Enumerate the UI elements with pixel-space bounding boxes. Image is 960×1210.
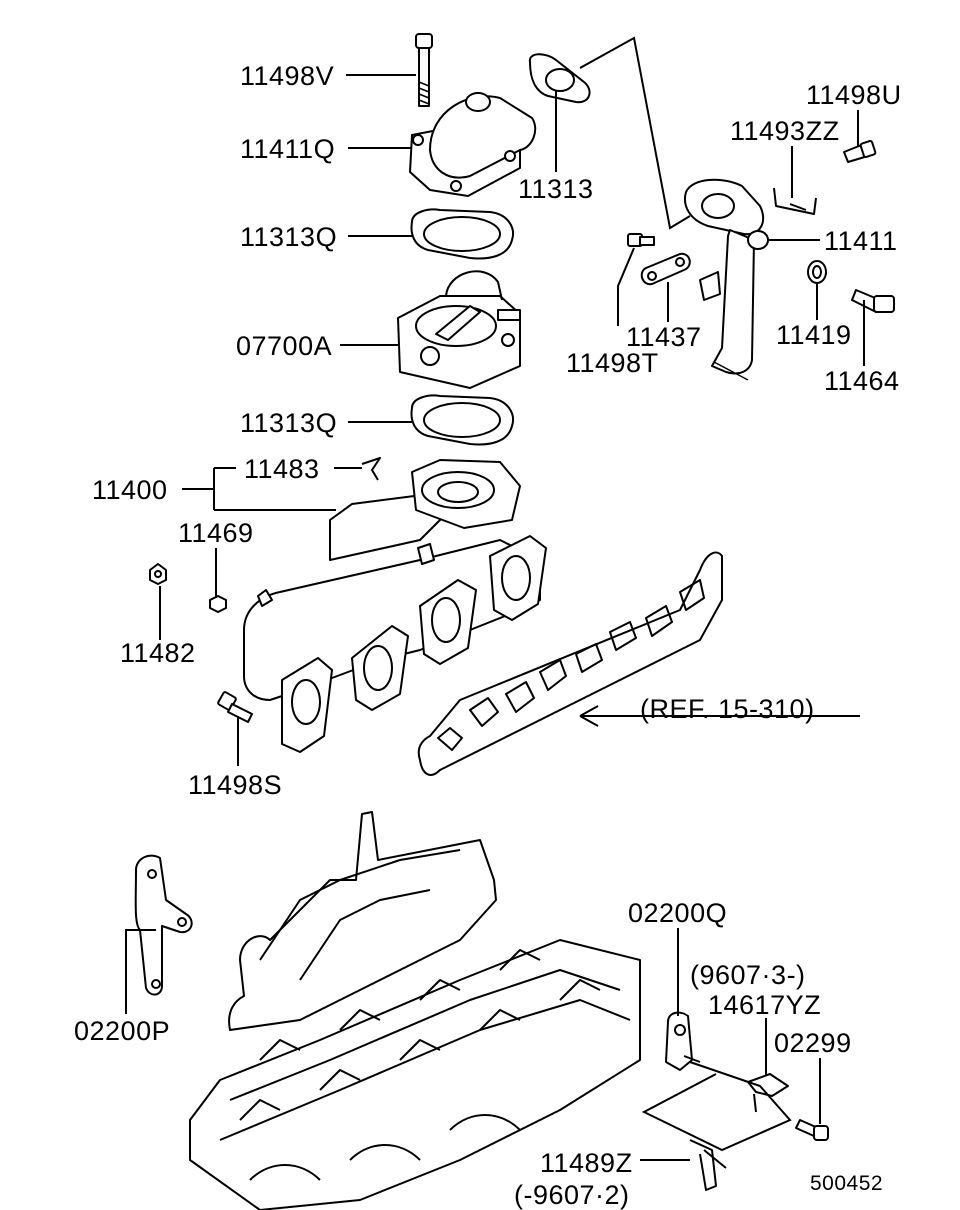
water-outlet-11411q [409,92,537,197]
water-pipe-11411 [684,178,769,381]
bolt-02299 [795,1119,829,1141]
nut-11469 [209,595,227,613]
clip-11489z [689,1139,727,1191]
label-11411: 11411 [824,226,898,256]
leader-lines [125,36,865,1161]
plate-11437 [640,252,691,286]
label-11498t: 11498T [566,348,659,378]
label-14617yz: 14617YZ [708,990,821,1020]
ring-11419 [807,260,827,284]
figure-number: 500452 [810,1172,883,1195]
intake-manifold-11400 [243,459,547,753]
label-02299: 02299 [774,1028,852,1058]
gasket-11313q-bottom [410,394,514,446]
bolt-11498s [217,691,253,723]
cylinder-head-assembly [189,811,641,1210]
label-11313: 11313 [518,174,594,204]
part-labels: 11498V 11411Q 11313 11498U 11493ZZ 11313… [74,61,902,1210]
label-11464: 11464 [824,366,900,396]
label-11469: 11469 [178,518,254,548]
label-11313q-bottom: 11313Q [240,408,337,438]
clip-11483 [361,457,381,481]
label-11400: 11400 [92,475,168,505]
label-11437: 11437 [626,322,702,352]
bolt-11498v [415,33,433,107]
thermostat-case-07700a [397,270,521,389]
label-02200p: 02200P [74,1016,170,1046]
label-ref-15-310: (REF. 15-310) [640,694,815,724]
label-11483: 11483 [244,454,320,484]
clip-11493zz [773,187,817,215]
nut-11482 [149,563,167,585]
label-11482: 11482 [120,638,196,668]
bracket-02200p [134,854,193,996]
label-02200q: 02200Q [628,898,727,928]
gasket-11313 [528,53,591,104]
clip-14617yz [747,1073,789,1113]
sensor-11464 [851,289,895,313]
label-11489z: 11489Z [540,1148,633,1178]
manifold-gasket-ref [417,551,723,776]
bracket-02200q [665,1011,701,1071]
label-11498s: 11498S [188,770,282,800]
gasket-11313q-top [410,208,514,260]
label-date-from: (9607·3-) [690,960,806,990]
label-11498u: 11498U [806,80,902,110]
label-11419: 11419 [776,320,852,350]
bolt-11498u [843,140,877,163]
bolt-11498t [627,233,655,247]
label-07700a: 07700A [236,331,332,361]
label-11313q-top: 11313Q [240,222,337,252]
label-11493zz: 11493ZZ [730,116,840,146]
label-11498v: 11498V [240,61,334,91]
label-11411q: 11411Q [240,134,335,164]
label-date-to: (-9607·2) [514,1180,630,1210]
